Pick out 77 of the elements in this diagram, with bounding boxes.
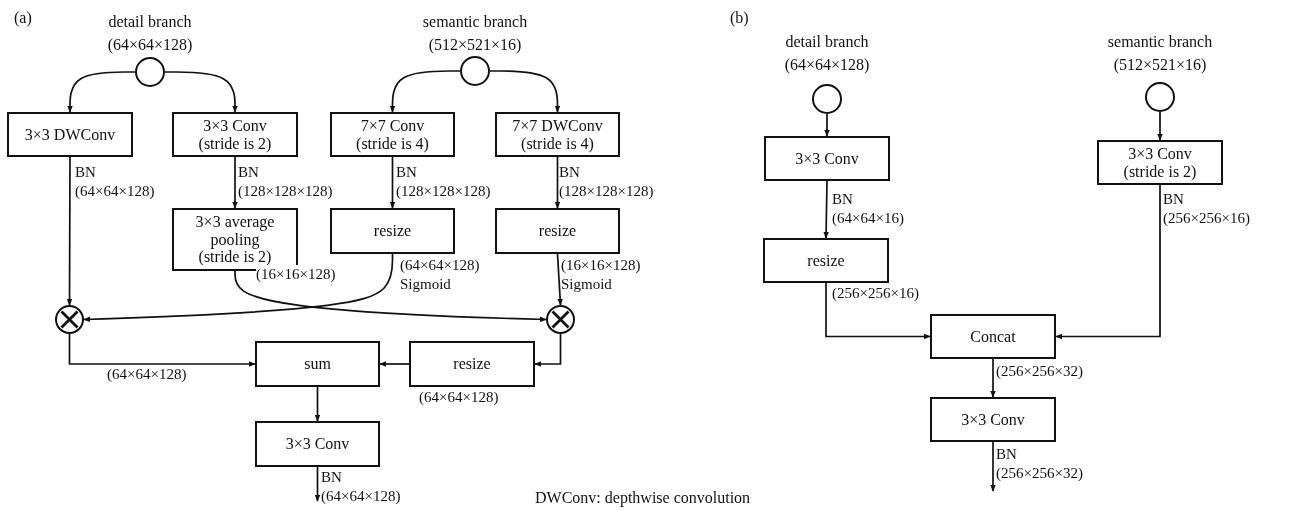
multiply-symbol — [55, 305, 84, 334]
process-box — [930, 314, 1056, 359]
process-box — [172, 208, 298, 271]
box-label: resize — [373, 222, 412, 240]
arrow — [379, 361, 410, 367]
arrow — [234, 270, 547, 323]
arrow — [990, 358, 996, 398]
arrow — [389, 70, 461, 113]
process-box — [255, 421, 380, 467]
edge-label: (256×256×32) — [996, 362, 1083, 381]
process-box — [764, 136, 890, 181]
edge-label: (64×64×128) — [107, 365, 187, 384]
box-label: 3×3 Conv (stride is 2) — [1122, 144, 1198, 181]
arrow — [232, 156, 238, 209]
arrow — [66, 156, 73, 306]
arrow — [823, 180, 829, 239]
arrow — [68, 333, 256, 367]
arrow — [556, 253, 563, 306]
process-box — [763, 238, 889, 283]
box-label: 3×3 Conv — [795, 149, 859, 168]
box-label: resize — [807, 251, 845, 270]
tensor-size: (64×64×128) — [784, 56, 870, 74]
tensor-size: (512×521×16) — [1113, 56, 1207, 74]
process-box — [1097, 140, 1223, 185]
arrow — [389, 156, 396, 209]
arrow — [67, 71, 136, 113]
input-circle — [460, 56, 490, 86]
input-circle — [812, 84, 842, 114]
box-label: 3×3 Conv — [961, 410, 1025, 429]
process-box — [495, 208, 620, 254]
box-label: Concat — [970, 327, 1016, 346]
edge-label: (256×256×16) — [832, 284, 919, 303]
arrow — [489, 70, 561, 113]
edge-label: (16×16×128) — [256, 265, 336, 284]
branch-title: detail branch — [785, 33, 869, 51]
box-label: 3×3 Conv (stride is 2) — [197, 116, 273, 153]
panel-label: (b) — [730, 8, 749, 28]
process-box — [7, 112, 133, 157]
arrow — [554, 156, 561, 209]
arrow — [314, 386, 321, 422]
panel-label: (a) — [14, 8, 32, 28]
box-label: 3×3 Conv — [285, 435, 350, 453]
input-circle — [1145, 82, 1175, 112]
branch-title: detail branch — [108, 13, 192, 31]
tensor-size: (64×64×128) — [107, 36, 193, 54]
arrow — [314, 466, 321, 502]
arrow — [534, 333, 562, 367]
footnote: DWConv: depthwise convolution — [535, 488, 751, 508]
multiply-symbol — [546, 305, 575, 334]
branch-title: semantic branch — [422, 13, 528, 31]
arrow — [1055, 184, 1161, 340]
box-label: 3×3 DWConv — [24, 125, 116, 144]
box-label: 7×7 Conv (stride is 4) — [355, 116, 430, 153]
edge-label: (64×64×128) Sigmoid — [400, 256, 480, 294]
box-label: resize — [538, 222, 577, 240]
process-box — [330, 208, 455, 254]
edge-label: (16×16×128) Sigmoid — [561, 256, 641, 294]
arrow — [990, 441, 996, 492]
box-label: 7×7 DWConv (stride is 4) — [511, 116, 604, 153]
box-label: resize — [453, 355, 491, 373]
process-box — [930, 397, 1056, 442]
box-label: 3×3 average pooling (stride is 2) — [194, 213, 276, 266]
process-box — [172, 112, 298, 157]
arrow — [1157, 111, 1163, 141]
arrow — [824, 113, 830, 137]
input-circle — [135, 57, 165, 87]
process-box — [495, 112, 620, 157]
process-box — [409, 341, 535, 387]
process-box — [255, 341, 380, 387]
arrow — [164, 71, 238, 113]
tensor-size: (64×64×128) — [419, 389, 499, 406]
process-box — [330, 112, 455, 157]
arrow — [83, 253, 394, 323]
branch-title: semantic branch — [1107, 33, 1213, 51]
tensor-size: (512×521×16) — [428, 36, 522, 54]
arrow — [825, 282, 931, 340]
box-label: sum — [304, 355, 331, 373]
